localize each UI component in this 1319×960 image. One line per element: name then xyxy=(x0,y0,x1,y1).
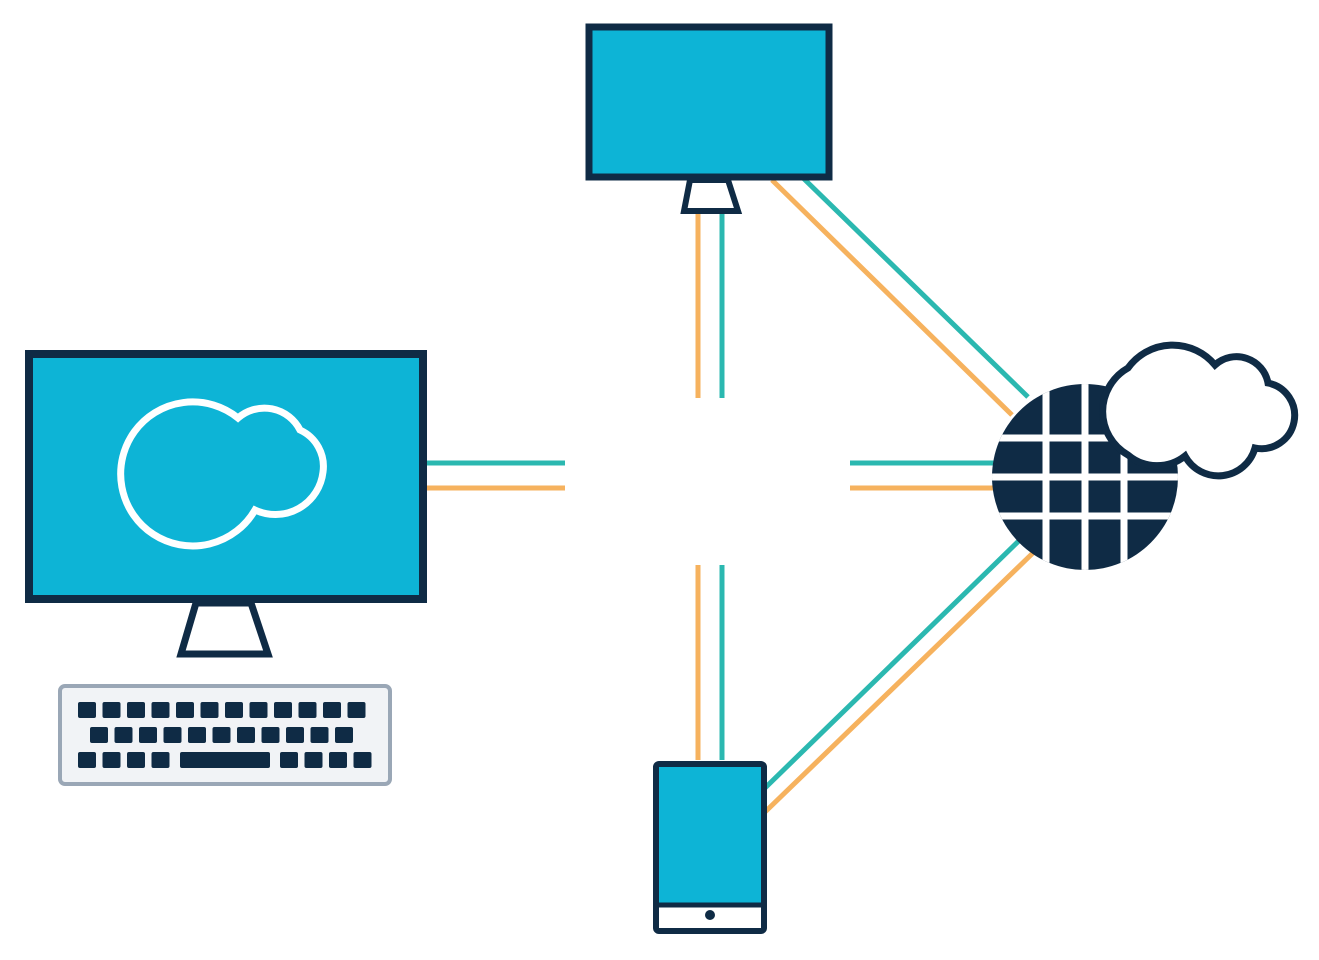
link-tablet-hub xyxy=(695,565,725,760)
keyboard-key xyxy=(335,727,353,743)
keyboard-key xyxy=(127,752,145,768)
keyboard-key xyxy=(274,702,292,718)
keyboard-key xyxy=(225,702,243,718)
link-hub-network xyxy=(850,460,995,491)
keyboard-key xyxy=(127,702,145,718)
keyboard-key xyxy=(304,752,323,768)
connections xyxy=(425,173,1038,814)
keyboard-keys xyxy=(78,702,372,768)
keyboard-key xyxy=(286,727,304,743)
keyboard-key xyxy=(176,702,194,718)
keyboard-key xyxy=(310,727,329,743)
monitor-screen xyxy=(585,23,833,181)
keyboard-key xyxy=(188,727,206,743)
keyboard-key xyxy=(90,727,108,743)
keyboard-key xyxy=(212,727,231,743)
keyboard-icon xyxy=(58,684,392,786)
keyboard-key xyxy=(329,752,347,768)
keyboard-key xyxy=(151,752,170,768)
link-tablet-network xyxy=(763,528,1038,814)
desktop-computer-icon xyxy=(25,350,427,658)
tablet-home-button xyxy=(705,910,715,920)
keyboard-key xyxy=(102,702,121,718)
cloud-logo-icon xyxy=(117,398,327,550)
keyboard-key xyxy=(323,702,341,718)
desktop-screen xyxy=(25,350,427,603)
desktop-stand xyxy=(176,599,273,658)
keyboard-key xyxy=(298,702,317,718)
cloud-icon xyxy=(1099,341,1299,480)
keyboard-key xyxy=(347,702,366,718)
link-monitor-hub xyxy=(695,212,725,398)
keyboard-key xyxy=(280,752,298,768)
monitor-icon xyxy=(585,23,833,214)
keyboard-key xyxy=(114,727,133,743)
monitor-stand xyxy=(680,177,743,214)
keyboard-key xyxy=(200,702,219,718)
keyboard-key xyxy=(78,752,96,768)
tablet-screen xyxy=(659,767,761,905)
keyboard-key xyxy=(180,752,270,768)
keyboard-key xyxy=(151,702,170,718)
keyboard-key xyxy=(237,727,255,743)
keyboard-key xyxy=(163,727,182,743)
keyboard-key xyxy=(261,727,280,743)
link-desktop-hub xyxy=(425,460,565,491)
keyboard-key xyxy=(249,702,268,718)
tablet-icon xyxy=(653,761,767,934)
keyboard-key xyxy=(78,702,96,718)
keyboard-key xyxy=(353,752,372,768)
link-monitor-network xyxy=(770,173,1030,417)
keyboard-key xyxy=(102,752,121,768)
keyboard-key xyxy=(139,727,157,743)
